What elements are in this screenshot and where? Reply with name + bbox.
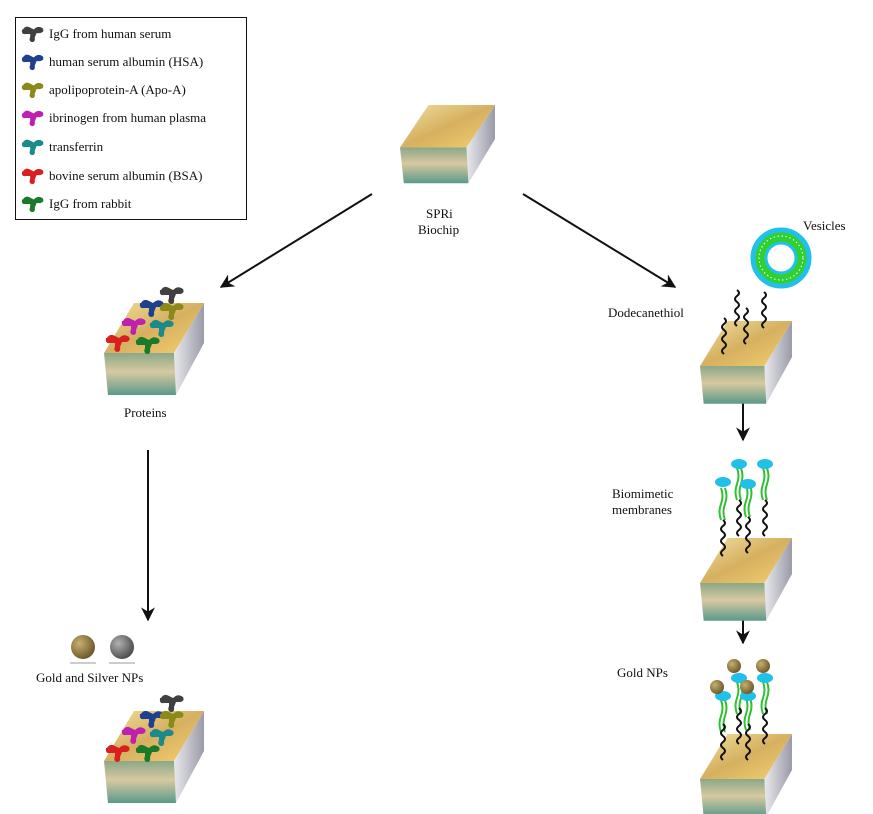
legend-item: transferrin <box>18 135 103 159</box>
legend-label: apolipoprotein-A (Apo-A) <box>49 82 186 97</box>
gold-silver-nps <box>70 635 135 664</box>
antibody-icon <box>21 54 44 71</box>
legend-item: ibrinogen from human plasma <box>18 106 206 130</box>
proteins-chip <box>104 286 204 395</box>
final-proteins-chip <box>104 694 204 803</box>
vesicles-label: Vesicles <box>803 218 846 233</box>
antibody-icon <box>21 110 44 127</box>
antibody-icon <box>21 196 44 213</box>
gold-nps-label: Gold NPs <box>617 665 668 680</box>
dodecanethiol-chip <box>700 227 812 404</box>
antibody-icon <box>21 26 44 43</box>
legend-label: IgG from rabbit <box>49 196 132 211</box>
legend-label: bovine serum albumin (BSA) <box>49 168 203 183</box>
legend-label: transferrin <box>49 139 104 154</box>
gold-np <box>71 635 95 659</box>
proteins-label: Proteins <box>124 405 167 420</box>
biochip-label: SPRi <box>426 206 453 221</box>
legend-item: IgG from rabbit <box>18 192 131 216</box>
silver-np <box>110 635 134 659</box>
legend-item: bovine serum albumin (BSA) <box>18 164 202 188</box>
nps-label: Gold and Silver NPs <box>36 670 144 685</box>
biomimetic-chip <box>700 459 792 621</box>
biomimetic-label: Biomimetic <box>612 486 674 501</box>
antibody-icon <box>21 139 44 156</box>
vesicle <box>750 227 812 289</box>
arrow-to-dodecanethiol <box>522 193 677 288</box>
legend-item: IgG from human serum <box>18 22 171 46</box>
legend-item: human serum albumin (HSA) <box>18 50 203 74</box>
antibody-icon <box>21 168 44 185</box>
biochip-label-2: Biochip <box>418 222 460 237</box>
protein-legend: IgG from human serum human serum albumin… <box>15 17 247 220</box>
spri-biochip <box>400 105 495 184</box>
legend-label: ibrinogen from human plasma <box>49 110 207 125</box>
dodecanethiol-label: Dodecanethiol <box>608 305 684 320</box>
arrow-to-proteins <box>219 193 373 288</box>
membranes-label: membranes <box>612 502 672 517</box>
legend-label: human serum albumin (HSA) <box>49 54 204 69</box>
legend-label: IgG from human serum <box>49 26 172 41</box>
legend-item: apolipoprotein-A (Apo-A) <box>18 78 186 102</box>
gold-nps-chip <box>700 659 792 814</box>
antibody-icon <box>21 82 44 99</box>
